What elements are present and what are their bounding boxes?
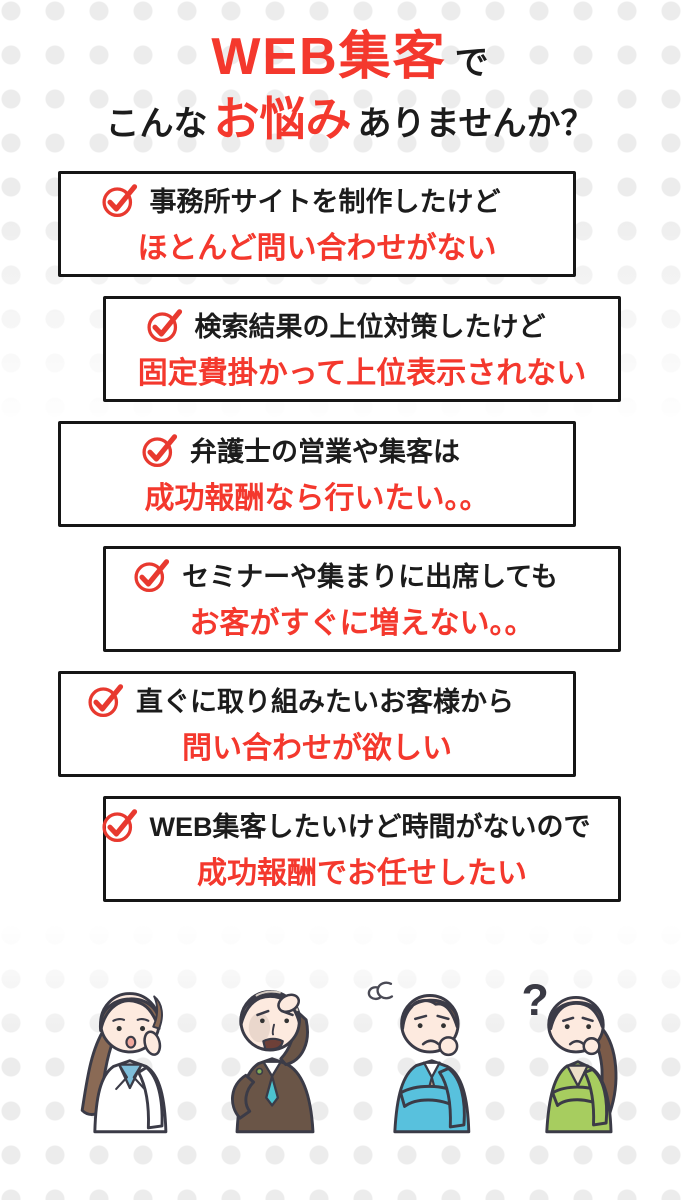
worry-line2: 成功報酬なら行いたい。。 (144, 482, 490, 516)
worry-box-4: セミナーや集まりに出席しても お客がすぐに増えない。。 (103, 545, 621, 652)
scribble-icon (367, 981, 394, 1001)
worry-line1: 弁護士の営業や集客は (190, 437, 460, 468)
check-circle-icon (86, 681, 126, 718)
title-accent-onayami: お悩み (213, 92, 352, 145)
worry-list: 事務所サイトを制作したけど ほとんど問い合わせがない 検索結果の上位対策したけど… (0, 170, 700, 902)
worry-line1: WEB集客したいけど時間がないので (149, 812, 591, 843)
page-title-line1: WEB集客で (0, 28, 700, 88)
worry-box-1: 事務所サイトを制作したけど ほとんど問い合わせがない (58, 170, 576, 277)
worry-line1: 直ぐに取り組みたいお客様から (136, 687, 514, 718)
distressed-older-man-brown-suit-icon (231, 990, 315, 1134)
worry-line1: 事務所サイトを制作したけど (149, 187, 501, 218)
worry-box-2: 検索結果の上位対策したけど 固定費掛かって上位表示されない (103, 295, 621, 402)
title-accent-web: WEB集客 (211, 28, 447, 86)
worry-line2: 問い合わせが欲しい (182, 732, 452, 766)
worried-people-row: ? (0, 964, 700, 1134)
check-circle-icon (140, 431, 180, 468)
page-title: WEB集客で こんなお悩みありませんか？ (0, 0, 700, 147)
title-rest: で (454, 44, 489, 82)
check-circle-icon (132, 556, 172, 593)
title-line2-pre: こんな (105, 104, 208, 143)
worry-line2: 固定費掛かって上位表示されない (137, 357, 587, 391)
worry-line2: 成功報酬でお任せしたい (197, 857, 527, 891)
questioning-woman-green-jacket-icon: ? (521, 975, 618, 1134)
worry-line1: 検索結果の上位対策したけど (194, 312, 546, 343)
title-line2-post: ありませんか？ (357, 104, 595, 143)
worry-line2: お客がすぐに増えない。。 (189, 607, 535, 641)
confused-man-blue-suit-icon (367, 981, 471, 1134)
worry-box-6: WEB集客したいけど時間がないので 成功報酬でお任せしたい (100, 795, 621, 902)
page-title-line2: こんなお悩みありませんか？ (0, 92, 700, 147)
check-circle-icon (145, 306, 185, 343)
question-mark: ? (521, 975, 548, 1025)
worry-line1: セミナーや集まりに出席しても (182, 562, 558, 593)
worry-line2: ほとんど問い合わせがない (137, 232, 497, 266)
worry-box-5: 直ぐに取り組みたいお客様から 問い合わせが欲しい (58, 670, 576, 777)
check-circle-icon (100, 181, 140, 218)
worry-box-3: 弁護士の営業や集客は 成功報酬なら行いたい。。 (58, 420, 576, 527)
check-circle-icon (100, 806, 140, 843)
worried-woman-white-blazer-icon (80, 992, 168, 1134)
